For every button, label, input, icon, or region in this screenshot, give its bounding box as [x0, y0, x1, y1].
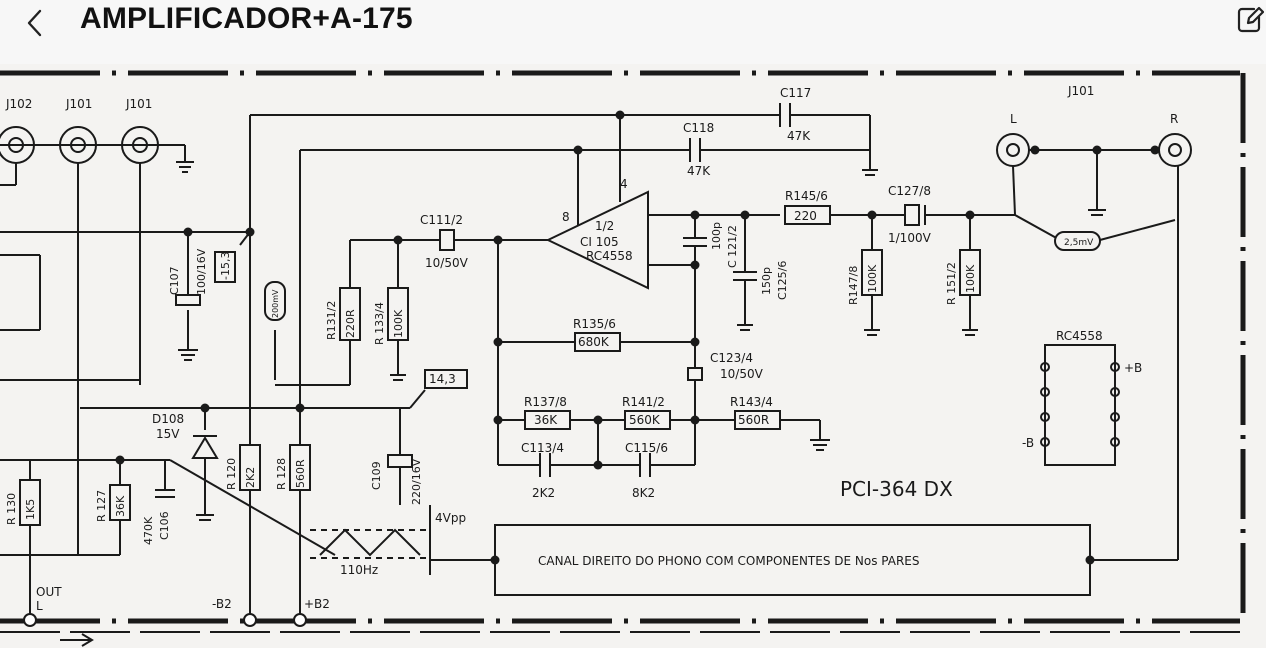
label-vpp: 4Vpp	[435, 511, 466, 525]
label-c118: C118	[683, 121, 714, 135]
label-c118-val: 47K	[687, 164, 711, 178]
label-c113-val: 2K2	[532, 486, 555, 500]
label-r130-val: 1K5	[24, 499, 37, 520]
label-c115-val: 8K2	[632, 486, 655, 500]
label-r145-val: 220	[794, 209, 817, 223]
label-j101-a: J101	[65, 97, 92, 111]
label-c111-val: 10/50V	[425, 256, 469, 270]
label-jack-r: R	[1170, 112, 1178, 126]
schematic-image: J102 J101 J101 C117 47K C118 47K J101 L …	[0, 64, 1266, 648]
label-r151-val: 100K	[964, 264, 977, 293]
label-b2-neg: -B2	[212, 597, 232, 611]
label-r141-val: 560K	[629, 413, 661, 427]
label-j102: J102	[5, 97, 32, 111]
label-r143-val: 560R	[738, 413, 769, 427]
label-d108-val: 15V	[156, 427, 180, 441]
label-r135-val: 680K	[578, 335, 610, 349]
label-r143: R143/4	[730, 395, 773, 409]
label-r131-val: 220R	[344, 309, 357, 338]
edit-icon[interactable]	[1234, 3, 1264, 35]
label-c107-val: 100/16V	[195, 248, 208, 295]
label-c117: C117	[780, 86, 811, 100]
label-r131: R131/2	[325, 301, 338, 340]
label-c123-val: 10/50V	[720, 367, 764, 381]
label-c113: C113/4	[521, 441, 564, 455]
label-r147: R147/8	[847, 266, 860, 305]
label-200mv: 200mV	[271, 289, 280, 318]
label-r128-val: 560R	[294, 459, 307, 488]
label-c123: C123/4	[710, 351, 753, 365]
label-out: OUT	[36, 585, 62, 599]
label-v153: -15,3	[219, 252, 232, 280]
label-pci: PCI-364 DX	[840, 477, 953, 501]
label-c109-val: 220/16V	[410, 458, 423, 505]
label-jack-l: L	[1010, 112, 1017, 126]
label-b2-pos: +B2	[304, 597, 330, 611]
label-c117-val: 47K	[787, 129, 811, 143]
label-d108: D108	[152, 412, 184, 426]
label-c115: C115/6	[625, 441, 668, 455]
label-out-l: L	[36, 599, 43, 613]
box-text: CANAL DIREITO DO PHONO COM COMPONENTES D…	[538, 554, 920, 568]
label-r133-val: 100K	[392, 309, 405, 338]
label-r137: R137/8	[524, 395, 567, 409]
label-c125: C125/6	[776, 261, 789, 300]
label-c107: C107	[168, 266, 181, 295]
label-j101-right: J101	[1067, 84, 1094, 98]
label-c125-val: 150p	[760, 267, 773, 295]
label-c121-val: 100p	[710, 222, 723, 250]
label-r135: R135/6	[573, 317, 616, 331]
app-header: AMPLIFICADOR+A-175	[0, 0, 1266, 64]
label-chip-title: RC4558	[1056, 329, 1103, 343]
label-ic-part: RC4558	[586, 249, 633, 263]
label-chip-neg: -B	[1022, 436, 1034, 450]
label-r130: R 130	[5, 493, 18, 525]
label-chip-pos: +B	[1124, 361, 1142, 375]
label-c109: C109	[370, 461, 383, 490]
label-r120: R 120	[225, 458, 238, 490]
schematic-diagram: J102 J101 J101 C117 47K C118 47K J101 L …	[0, 70, 1246, 647]
label-ic-name: CI 105	[580, 235, 619, 249]
label-j101-b: J101	[125, 97, 152, 111]
label-c111: C111/2	[420, 213, 463, 227]
page-title: AMPLIFICADOR+A-175	[80, 2, 413, 35]
label-r147-val: 100K	[866, 264, 879, 293]
label-r145: R145/6	[785, 189, 828, 203]
label-r127: R 127	[95, 490, 108, 522]
label-c121: C 121/2	[726, 225, 739, 268]
label-r137-val: 36K	[534, 413, 558, 427]
label-hz: 110Hz	[340, 563, 378, 577]
label-c106: C106	[158, 511, 171, 540]
label-r133: R 133/4	[373, 302, 386, 345]
label-c127: C127/8	[888, 184, 931, 198]
label-r141: R141/2	[622, 395, 665, 409]
label-ic-half: 1/2	[595, 219, 614, 233]
chevron-left-icon[interactable]	[22, 6, 52, 40]
label-r128: R 128	[275, 458, 288, 490]
label-25mv: 2,5mV	[1064, 238, 1094, 248]
label-c127-val: 1/100V	[888, 231, 932, 245]
label-r127-val: 36K	[114, 495, 127, 517]
label-ic-pin8: 8	[562, 210, 570, 224]
label-ic-pin4: 4	[620, 177, 628, 191]
label-v143: 14,3	[429, 372, 456, 386]
label-r120-val: 2K2	[244, 467, 257, 488]
label-r151: R 151/2	[945, 262, 958, 305]
label-c106-val: 470K	[142, 516, 155, 545]
